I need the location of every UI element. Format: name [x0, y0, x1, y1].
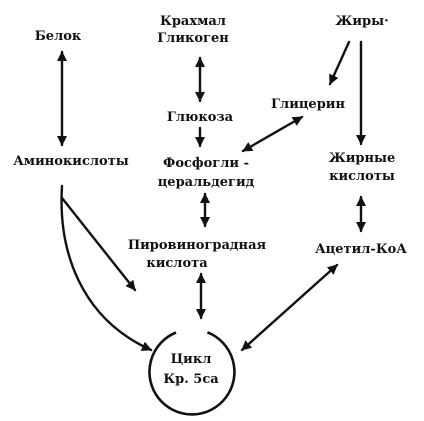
node-pyruvic-acid: Пировиноградная кислота — [128, 238, 267, 271]
node-acetyl-coa: Ацетил-КоА — [315, 242, 407, 257]
edge-aminoacids-pyruvate — [60, 196, 137, 292]
node-fatty-acids-line-2: кислоты — [329, 169, 395, 184]
node-starch-glycogen: Крахмал Гликоген — [157, 14, 229, 46]
node-glycogen-line: Гликоген — [157, 31, 229, 46]
node-pyruvic-line-2: кислота — [146, 256, 208, 271]
edge-pga-glycerol — [241, 115, 304, 153]
node-protein-line-1: Белок — [35, 29, 82, 44]
edge-aminoacids-cycle — [60, 184, 153, 352]
node-glucose-line-1: Глюкоза — [167, 110, 234, 125]
node-krebs-line-2: Кр. 5са — [163, 372, 219, 387]
node-pyruvic-line-1: Пировиноградная — [128, 238, 267, 253]
node-glycerol: Глицерин — [271, 97, 345, 112]
node-phosphoglyceraldehyde: Фосфогли - церальдегид — [158, 156, 255, 190]
node-krebs-line-1: Цикл — [171, 352, 212, 367]
node-krebs-cycle: Цикл Кр. 5са — [148, 331, 236, 416]
edge-fats-glycerol — [328, 40, 351, 86]
edge-acetylcoa-cycle — [240, 263, 339, 352]
node-protein: Белок — [35, 29, 82, 44]
node-glycerol-line-1: Глицерин — [271, 97, 345, 112]
node-fats: Жиры· — [335, 14, 388, 29]
node-glucose: Глюкоза — [167, 110, 234, 125]
node-pga-line-2: церальдегид — [158, 175, 255, 190]
node-amino-acids-line-1: Аминокислоты — [13, 154, 129, 169]
krebs-cycle-circle — [148, 331, 236, 416]
node-fatty-acids-line-1: Жирные — [329, 151, 396, 166]
node-starch-line: Крахмал — [160, 14, 226, 29]
node-pga-line-1: Фосфогли - — [163, 156, 249, 171]
node-fatty-acids: Жирные кислоты — [329, 151, 396, 184]
node-amino-acids: Аминокислоты — [13, 154, 129, 169]
node-fats-line-1: Жиры· — [335, 14, 388, 29]
node-acetyl-coa-line-1: Ацетил-КоА — [315, 242, 407, 257]
